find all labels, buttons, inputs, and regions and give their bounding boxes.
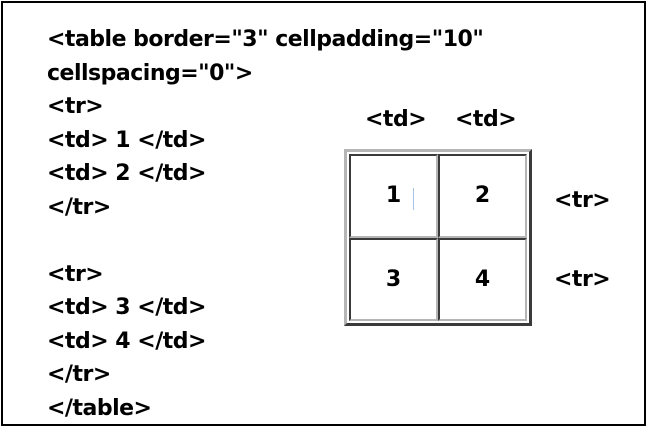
code-line-10: <td> 4 </td> (47, 328, 206, 354)
table-cell-4-text: 4 (474, 266, 491, 292)
table-cell-1-text: 1 (385, 183, 402, 209)
html-code-listing: <table border="3" cellpadding="10" cells… (47, 23, 484, 425)
code-line-9: <td> 3 </td> (47, 295, 206, 320)
code-line-3: <tr> (47, 94, 104, 119)
code-line-2: cellspacing="0"> (47, 60, 253, 86)
table-cell-1: 1 (349, 154, 438, 238)
code-line-8: <tr> (47, 261, 104, 287)
code-line-5: <td> 2 </td> (47, 161, 206, 186)
row-label-tr-1: <tr> (554, 188, 611, 213)
column-label-td-2: <td> (455, 107, 517, 132)
code-line-12: </table> (47, 395, 152, 421)
code-line-6: </tr> (47, 194, 111, 220)
code-line-1: <table border="3" cellpadding="10" (47, 27, 484, 52)
table-cell-3: 3 (349, 237, 438, 321)
code-line-4: <td> 1 </td> (47, 127, 206, 153)
code-line-11: </tr> (47, 362, 111, 387)
table-cell-2: 2 (438, 154, 527, 238)
rendered-table-example: 1 2 3 4 (344, 149, 532, 326)
table-cell-4: 4 (438, 237, 527, 321)
row-label-tr-2: <tr> (554, 267, 611, 292)
table-cell-3-text: 3 (385, 266, 402, 292)
text-cursor (413, 188, 414, 210)
column-label-td-1: <td> (365, 107, 427, 132)
table-cell-2-text: 2 (474, 183, 491, 209)
